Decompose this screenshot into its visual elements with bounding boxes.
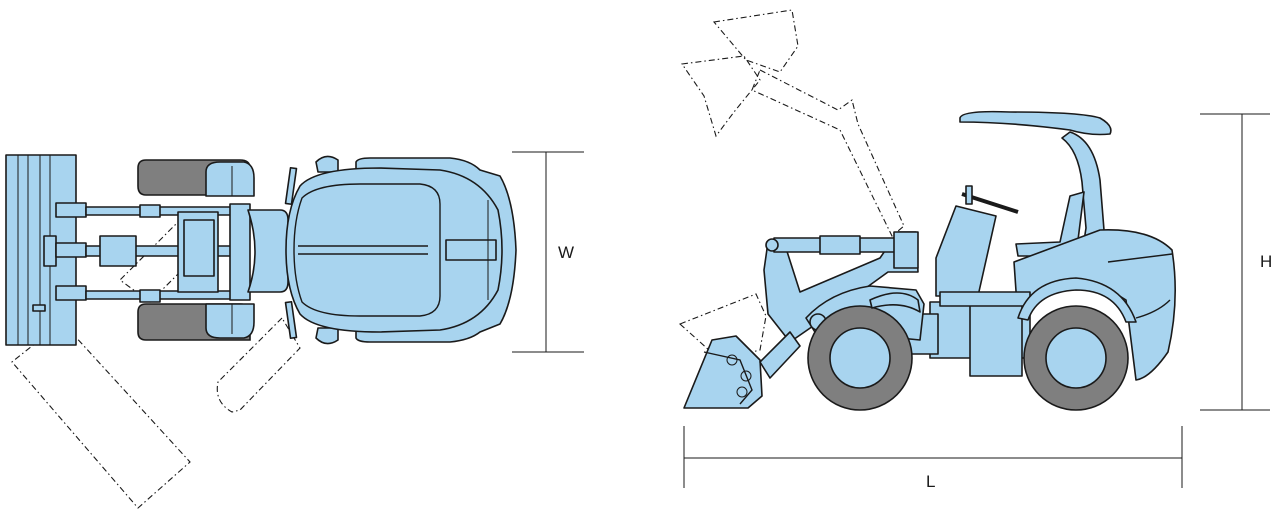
length-dimension: L xyxy=(683,426,1183,491)
raised-bucket-outline-2 xyxy=(681,55,761,138)
canopy-roof xyxy=(959,110,1112,136)
lift-arm xyxy=(763,231,919,343)
door-swing-outline xyxy=(216,317,301,413)
length-label: L xyxy=(926,472,935,491)
front-wheel xyxy=(807,305,913,411)
side-view-loader xyxy=(678,9,1176,411)
side-bucket xyxy=(683,335,763,409)
mirror-right xyxy=(284,300,298,340)
raised-arm-outline xyxy=(751,69,905,237)
top-rear-body xyxy=(285,155,517,345)
height-label: H xyxy=(1260,252,1272,271)
width-label: W xyxy=(558,243,574,262)
width-dimension: W xyxy=(512,151,584,353)
articulation-joint xyxy=(247,209,289,293)
rear-wheel xyxy=(1023,305,1129,411)
raised-bucket-outline xyxy=(712,9,799,73)
height-dimension: H xyxy=(1200,113,1272,411)
cab-roof xyxy=(285,167,503,333)
top-lift-arms xyxy=(55,202,251,303)
rear-fender xyxy=(1017,277,1137,323)
top-view-loader xyxy=(5,154,517,509)
mirror-left xyxy=(284,166,298,206)
bucket-swing-outline xyxy=(11,321,191,509)
front-fender xyxy=(869,292,921,313)
top-tires xyxy=(137,159,255,341)
